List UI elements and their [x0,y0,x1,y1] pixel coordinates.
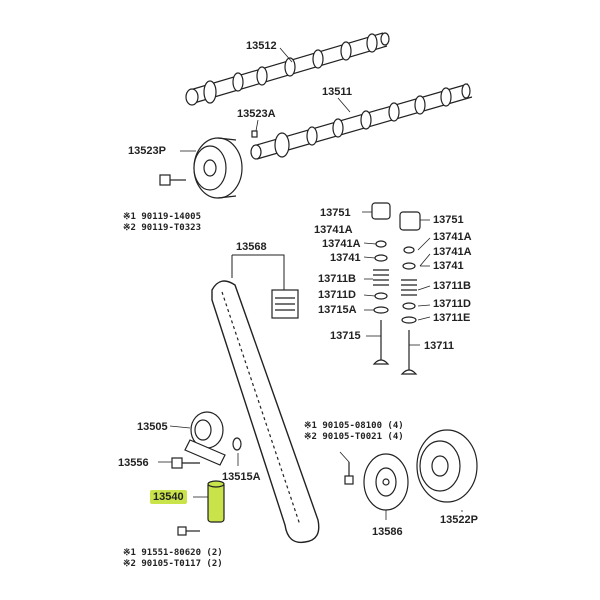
label-13511: 13511 [322,86,352,98]
valve-train [371,202,421,375]
bolt-right [344,462,354,485]
label-13741-right: 13741 [433,260,464,272]
note-bolt-bottom-1: ※1 91551-80620 (2) [123,548,223,558]
washer-13515a [232,437,242,451]
pin-13523a [251,130,258,138]
note-bolt-right-1: ※1 90105-08100 (4) [304,421,404,431]
pulley-13586 [363,453,409,511]
belt-label-box [271,289,299,319]
label-13512: 13512 [246,40,277,52]
label-13711e: 13711E [433,312,471,324]
label-13711d-left: 13711D [318,289,356,301]
label-13540-highlighted: 13540 [150,490,187,504]
label-13568: 13568 [236,241,267,253]
label-13711b-right: 13711B [433,280,471,292]
label-13711: 13711 [424,340,454,352]
bolt-13556 [171,457,200,469]
label-13741-left: 13741 [330,252,361,264]
label-13711b-left: 13711B [318,273,356,285]
note-bolt-top-1: ※1 90119-14005 [123,212,201,222]
label-13741a-left-1: 13741A [314,224,353,236]
label-13711d-right: 13711D [433,298,471,310]
label-13523p: 13523P [128,145,166,157]
note-bolt-top-2: ※2 90119-T0323 [123,223,201,233]
label-13505: 13505 [137,421,168,433]
label-13715: 13715 [330,330,361,342]
label-13522p: 13522P [440,514,478,526]
cam-pulley [193,137,243,199]
tensioner-pulley [184,411,226,466]
tensioner-13540 [207,480,225,523]
note-bolt-bottom-2: ※2 90105-T0117 (2) [123,559,223,569]
timing-belt [211,280,320,544]
label-13741a-right-1: 13741A [433,231,472,243]
camshaft-upper [185,32,390,106]
label-13586: 13586 [372,526,403,538]
pulley-13522p [416,429,478,503]
label-13523a: 13523A [237,108,276,120]
bolt-bottom [177,526,200,536]
label-13741a-right-2: 13741A [433,246,472,258]
label-13751-left: 13751 [320,207,351,219]
label-13741a-left-2: 13741A [322,238,361,250]
label-13556: 13556 [118,457,149,469]
note-bolt-right-2: ※2 90105-T0021 (4) [304,432,404,442]
label-13751-right: 13751 [433,214,464,226]
label-13715a: 13715A [318,304,357,316]
label-13515a: 13515A [222,471,261,483]
camshaft-lower [250,83,473,160]
bolt-top [159,174,186,186]
